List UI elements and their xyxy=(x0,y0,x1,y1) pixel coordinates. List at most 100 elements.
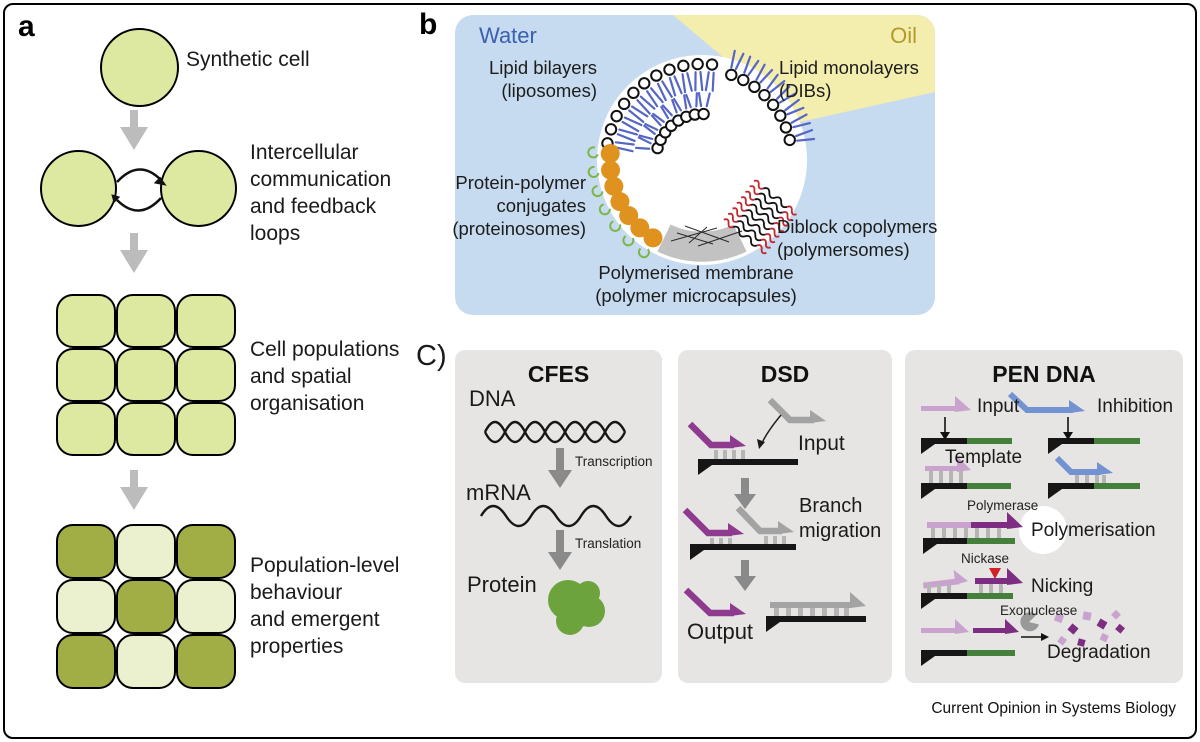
template-strand xyxy=(921,483,1011,499)
grid-cell xyxy=(116,294,176,348)
input-strand-gray xyxy=(767,397,814,424)
dsd-panel: DSD xyxy=(678,350,892,683)
template-strand xyxy=(921,650,1015,666)
cfes-graphic xyxy=(479,420,633,635)
released-strand-purple xyxy=(973,628,1007,633)
degradation-fragments xyxy=(1053,609,1125,647)
duplex-rungs xyxy=(714,450,745,459)
grid-cell xyxy=(176,348,236,402)
nickase-label: Nickase xyxy=(961,551,1010,566)
cycle-arrows-icon xyxy=(111,168,167,212)
membrane-circle xyxy=(597,55,807,265)
exonuclease-label: Exonuclease xyxy=(1000,603,1078,618)
nickase-triangle-icon xyxy=(989,568,1001,579)
duplex-rungs xyxy=(929,471,963,483)
output-strand-purple xyxy=(683,587,734,617)
input-strand-pink xyxy=(921,406,957,411)
degradation-label: Degradation xyxy=(1047,642,1151,663)
grid-cell xyxy=(56,634,116,689)
down-arrow-icon xyxy=(120,110,148,150)
template-strand xyxy=(921,438,1012,454)
bottom-strand-black xyxy=(766,616,866,622)
nicked-strand-purple xyxy=(975,578,1011,584)
pen-input-label: Input xyxy=(977,396,1020,417)
inhibition-strand-blue xyxy=(1007,391,1073,413)
grid-cell xyxy=(116,634,176,689)
nicked-strand-pink xyxy=(922,569,969,589)
template-strand xyxy=(921,593,1013,609)
water-label: Water xyxy=(479,23,537,48)
lipid-monolayers-label: Lipid monolayers (DIBs) xyxy=(779,57,919,101)
bound-inhibition-blue xyxy=(1054,455,1101,475)
released-strand-pink xyxy=(921,628,957,633)
grid-cell xyxy=(56,294,116,348)
down-arrow-icon xyxy=(120,233,148,273)
dna-helix-strand xyxy=(483,420,627,444)
grid-cell xyxy=(56,348,116,402)
template-strand xyxy=(1048,483,1140,499)
bound-input-pink xyxy=(925,466,959,471)
grid-cell xyxy=(176,294,236,348)
caption-intercellular: Intercellular communication and feedback… xyxy=(250,141,392,245)
oil-region xyxy=(673,15,935,122)
panel-c-label: C) xyxy=(416,340,447,372)
panel-b-label: b xyxy=(419,8,438,41)
bottom-strand-black xyxy=(690,544,796,550)
waste-strand-gray xyxy=(770,602,852,608)
polymerised-membrane-label: Polymerised membrane (polymer microcapsu… xyxy=(595,262,797,306)
communicating-cell-left xyxy=(40,150,117,227)
mrna-wave xyxy=(479,504,633,528)
synthetic-cell-circle xyxy=(100,28,179,107)
transcription-arrow-icon xyxy=(548,448,572,488)
mrna-label: mRNA xyxy=(466,480,531,505)
grid-cell xyxy=(56,402,116,456)
down-arrow-icon xyxy=(120,470,148,510)
dna-helix-strand xyxy=(483,420,627,444)
polymerised-membrane-band xyxy=(657,224,747,262)
polymerisation-label: Polymerisation xyxy=(1031,520,1156,541)
gate-strand-purple xyxy=(687,421,734,449)
panel-a-label: a xyxy=(18,10,35,43)
grid-cell xyxy=(176,579,236,634)
dsd-input-label: Input xyxy=(798,432,845,455)
grid-cell xyxy=(176,524,236,579)
translation-arrow-icon xyxy=(548,530,572,570)
protein-label: Protein xyxy=(467,572,537,597)
grid-cell xyxy=(176,402,236,456)
extended-strand-purple xyxy=(971,522,1011,528)
branch-migration-label: Branch migration xyxy=(799,495,882,542)
pen-dna-panel: PEN DNA xyxy=(905,350,1183,683)
binding-arrow xyxy=(760,414,782,446)
bottom-strand-black xyxy=(698,459,798,465)
transcription-label: Transcription xyxy=(575,454,653,469)
input-strand-gray xyxy=(735,505,782,535)
output-label: Output xyxy=(687,619,754,644)
nicking-label: Nicking xyxy=(1031,576,1094,597)
duplex-rungs xyxy=(774,608,849,617)
inhibition-label: Inhibition xyxy=(1097,396,1174,417)
cfes-title: CFES xyxy=(527,361,590,387)
cfes-panel: CFES DNA Transcription mRNA Translation … xyxy=(455,350,662,683)
down-arrow-icon xyxy=(734,478,756,509)
grid-cell xyxy=(116,348,176,402)
pen-graphic xyxy=(921,391,1140,666)
exonuclease-pacman-icon xyxy=(1020,612,1039,632)
journal-name: Current Opinion in Systems Biology xyxy=(931,700,1176,717)
duplex-rungs xyxy=(1075,475,1106,483)
pen-title: PEN DNA xyxy=(992,361,1096,387)
grid-cell xyxy=(116,402,176,456)
primer-pink xyxy=(927,522,971,528)
caption-synthetic-cell: Synthetic cell xyxy=(186,48,310,71)
template-strand xyxy=(1048,438,1140,454)
caption-population-level: Population-level behaviour and emergent … xyxy=(250,554,400,658)
polymerase-label: Polymerase xyxy=(967,498,1039,513)
diblock-copolymers-label: Diblock copolymers (polymersomes) xyxy=(777,216,938,260)
grid-cell xyxy=(176,634,236,689)
duplex-rungs xyxy=(931,528,1001,538)
template-label: Template xyxy=(945,447,1023,468)
grid-cell xyxy=(56,579,116,634)
gate-strand-purple xyxy=(682,507,732,537)
protein-blob xyxy=(548,580,605,635)
caption-cell-populations: Cell populations and spatial organisatio… xyxy=(250,338,400,415)
polymerase-blob xyxy=(1019,506,1067,554)
